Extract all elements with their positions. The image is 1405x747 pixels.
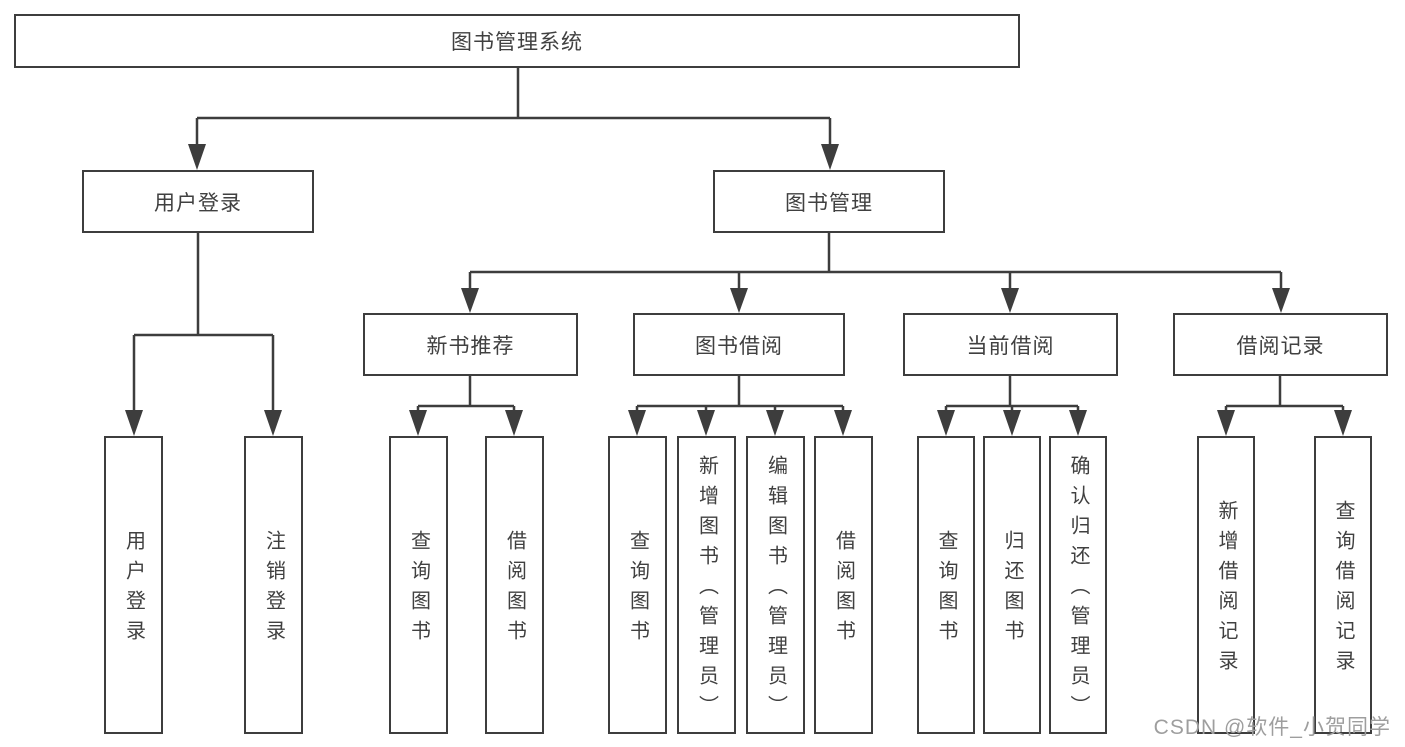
leaf-node-logout: 注销登录	[244, 436, 303, 734]
csdn-watermark: CSDN @软件_小贺同学	[1153, 716, 1391, 739]
leaf-node-query-books-borrow: 查询图书	[608, 436, 667, 734]
section-node-borrow-records: 借阅记录	[1173, 313, 1388, 376]
section-node-new-book-recommend: 新书推荐	[363, 313, 578, 376]
leaf-node-query-borrow-record: 查询借阅记录	[1314, 436, 1372, 734]
root-node-library-system: 图书管理系统	[14, 14, 1020, 68]
arrowheads	[125, 144, 1352, 436]
leaf-label: 新增图书（管理员）	[695, 455, 718, 725]
leaf-node-query-books-recommend: 查询图书	[389, 436, 448, 734]
leaf-node-edit-book-admin: 编辑图书（管理员）	[746, 436, 805, 734]
branch-node-book-management: 图书管理	[713, 170, 945, 233]
leaf-node-add-borrow-record: 新增借阅记录	[1197, 436, 1255, 734]
leaf-node-add-book-admin: 新增图书（管理员）	[677, 436, 736, 734]
branch-node-user-login: 用户登录	[82, 170, 314, 233]
leaf-label: 新增借阅记录	[1215, 500, 1237, 680]
leaf-node-query-books-current: 查询图书	[917, 436, 975, 734]
leaf-label: 查询图书	[935, 530, 957, 650]
section-node-current-borrow: 当前借阅	[903, 313, 1118, 376]
leaf-node-user-login: 用户登录	[104, 436, 163, 734]
leaf-label: 用户登录	[122, 530, 145, 650]
leaf-label: 借阅图书	[832, 530, 855, 650]
leaf-node-confirm-return-admin: 确认归还（管理员）	[1049, 436, 1107, 734]
leaf-node-borrow-books: 借阅图书	[814, 436, 873, 734]
leaf-label: 编辑图书（管理员）	[764, 455, 787, 725]
leaf-label: 注销登录	[262, 530, 285, 650]
section-node-book-borrow: 图书借阅	[633, 313, 845, 376]
leaf-label: 查询借阅记录	[1332, 500, 1354, 680]
leaf-node-borrow-books-recommend: 借阅图书	[485, 436, 544, 734]
leaf-label: 归还图书	[1001, 530, 1023, 650]
leaf-node-return-books: 归还图书	[983, 436, 1041, 734]
leaf-label: 确认归还（管理员）	[1067, 455, 1089, 725]
leaf-label: 查询图书	[626, 530, 649, 650]
leaf-label: 借阅图书	[503, 530, 526, 650]
leaf-label: 查询图书	[407, 530, 430, 650]
